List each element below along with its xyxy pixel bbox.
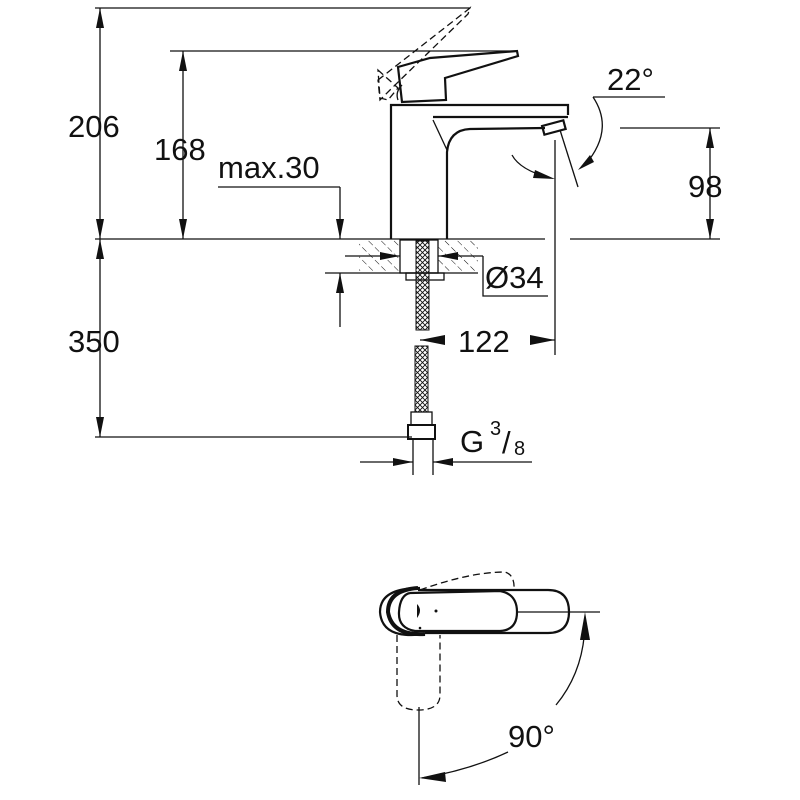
faucet-side-view	[377, 6, 570, 239]
hose-length-label: 350	[68, 324, 120, 359]
lever-rotation-label: 90°	[508, 719, 555, 754]
thread-denominator: 8	[514, 438, 525, 460]
hole-diameter-label: Ø34	[485, 260, 544, 295]
max-thickness-label: max.30	[218, 150, 320, 185]
dimension-lines	[95, 7, 720, 475]
total-height-label: 206	[68, 109, 120, 144]
faucet-top-view	[378, 571, 600, 785]
supply-hose	[407, 240, 436, 440]
thread-numerator: 3	[490, 418, 501, 440]
spout-height-label: 98	[688, 169, 722, 204]
spout-angle-label: 22°	[607, 62, 654, 97]
thread-slash: /	[502, 425, 511, 460]
connection-thread-label: G 3 / 8	[460, 418, 525, 460]
lever-height-label: 168	[154, 132, 206, 167]
spout-reach-label: 122	[458, 324, 510, 359]
thread-prefix: G	[460, 424, 484, 459]
